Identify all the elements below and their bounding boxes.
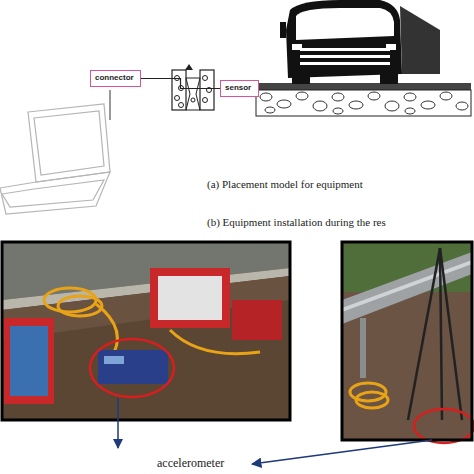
cable-connector [141,79,220,89]
site-photo-right [342,242,474,443]
laptop-drawing [0,104,110,214]
callout-label: accelerometer [156,456,225,471]
cable-line [110,90,111,120]
leader-arrow [252,440,432,464]
box-label: sensor [225,83,254,93]
box-label: connector [95,73,136,83]
caption-text: (a) Placement model for equipment [206,178,364,190]
truck-drawing [280,0,440,84]
road-drawing [256,83,471,116]
equipment-box: connector [90,70,141,87]
equipment-box: sensor [220,80,259,97]
barrier-symbol [172,64,214,110]
caption-text: (b) Equipment installation during the re… [206,216,387,228]
leader-arrow [117,398,119,448]
site-photo-left [2,242,290,420]
